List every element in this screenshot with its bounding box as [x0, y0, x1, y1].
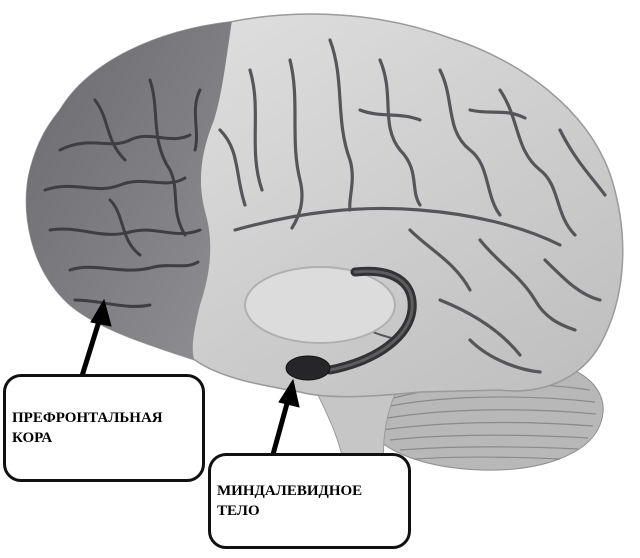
- corpus-callosum: [244, 266, 396, 344]
- label-prefrontal-cortex-text: ПРЕФРОНТАЛЬНАЯ КОРА: [12, 409, 163, 446]
- arrow-to-prefrontal-cortex: [79, 298, 112, 377]
- label-amygdala-text: МИНДАЛЕВИДНОЕ ТЕЛО: [217, 482, 363, 519]
- label-prefrontal-cortex: ПРЕФРОНТАЛЬНАЯ КОРА: [3, 374, 205, 482]
- amygdala-structure: [285, 355, 331, 381]
- arrow-to-amygdala: [269, 378, 300, 459]
- cerebrum: [25, 13, 624, 398]
- label-amygdala: МИНДАЛЕВИДНОЕ ТЕЛО: [208, 453, 411, 549]
- prefrontal-cortex-region: [26, 20, 232, 380]
